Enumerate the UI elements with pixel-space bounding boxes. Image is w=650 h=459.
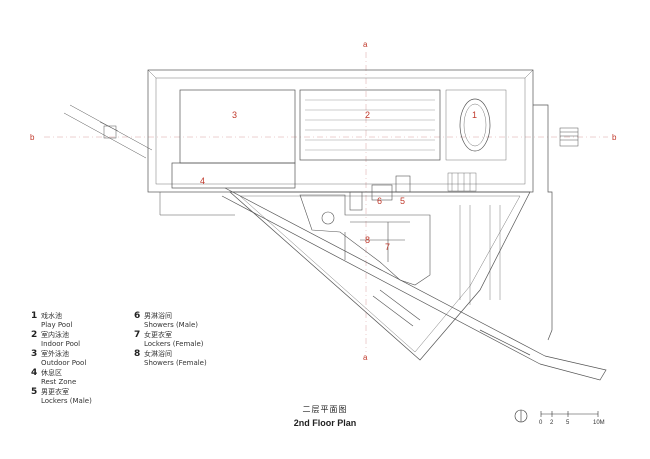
legend-text-en: Outdoor Pool bbox=[41, 359, 87, 367]
legend-number: 8 bbox=[134, 349, 141, 359]
section-mark-b-right: b bbox=[612, 133, 617, 142]
legend-number: 4 bbox=[31, 368, 38, 378]
main-building-outline bbox=[147, 69, 534, 193]
room-label-6: 6 bbox=[377, 196, 382, 206]
east-stair bbox=[559, 127, 579, 147]
legend-text-en: Showers (Female) bbox=[144, 359, 207, 367]
room-label-1: 1 bbox=[472, 110, 477, 120]
legend-text-en: Rest Zone bbox=[41, 378, 77, 386]
legend-text-cn: 男淋浴间 bbox=[144, 312, 172, 320]
legend-text-cn: 休息区 bbox=[41, 369, 62, 377]
triangular-wing bbox=[229, 191, 531, 361]
legend-text-en: Play Pool bbox=[41, 321, 73, 329]
legend-number: 2 bbox=[31, 330, 38, 340]
scale-label-2: 2 bbox=[550, 420, 554, 426]
legend-text-cn: 戏水池 bbox=[41, 312, 62, 320]
legend-number: 6 bbox=[134, 311, 141, 321]
column-grid bbox=[459, 205, 501, 305]
north-arrow bbox=[514, 409, 528, 423]
room-label-4: 4 bbox=[200, 176, 205, 186]
legend-text-en: Showers (Male) bbox=[144, 321, 198, 329]
section-mark-a-bottom: a bbox=[363, 353, 368, 362]
outdoor-pool bbox=[179, 89, 296, 164]
section-axis-lines bbox=[44, 52, 608, 352]
scale-bar bbox=[540, 411, 599, 417]
legend-number: 1 bbox=[31, 311, 38, 321]
room-label-8: 8 bbox=[365, 235, 370, 245]
legend-text-cn: 室内泳池 bbox=[41, 331, 69, 339]
south-ramp bbox=[221, 187, 607, 381]
west-ramp bbox=[63, 104, 153, 159]
service-core bbox=[299, 175, 431, 286]
room-label-2: 2 bbox=[365, 110, 370, 120]
legend-text-cn: 室外泳池 bbox=[41, 350, 69, 358]
legend-number: 7 bbox=[134, 330, 141, 340]
legend-text-cn: 女淋浴间 bbox=[144, 350, 172, 358]
legend-text-cn: 女更衣室 bbox=[144, 331, 172, 339]
plan-title-chinese: 二层平面图 bbox=[302, 405, 348, 414]
legend-number: 3 bbox=[31, 349, 38, 359]
room-label-5: 5 bbox=[400, 196, 405, 206]
legend-text-en: Indoor Pool bbox=[41, 340, 81, 348]
play-pool bbox=[459, 98, 491, 152]
rest-zone bbox=[171, 162, 296, 189]
indoor-pool bbox=[299, 89, 441, 161]
legend-text-en: Lockers (Male) bbox=[41, 397, 92, 405]
scale-label-5: 5 bbox=[566, 420, 570, 426]
room-label-7: 7 bbox=[385, 242, 390, 252]
scale-label-0: 0 bbox=[539, 420, 543, 426]
section-mark-a-top: a bbox=[363, 40, 368, 49]
legend-number: 5 bbox=[31, 387, 38, 397]
room-label-3: 3 bbox=[232, 110, 237, 120]
legend-text-en: Lockers (Female) bbox=[144, 340, 204, 348]
section-mark-b-left: b bbox=[30, 133, 35, 142]
north-stair bbox=[447, 172, 477, 192]
plan-title-english: 2nd Floor Plan bbox=[293, 418, 357, 428]
legend-text-cn: 男更衣室 bbox=[41, 388, 69, 396]
scale-label-10: 10M bbox=[593, 420, 605, 426]
east-wall bbox=[533, 104, 553, 341]
